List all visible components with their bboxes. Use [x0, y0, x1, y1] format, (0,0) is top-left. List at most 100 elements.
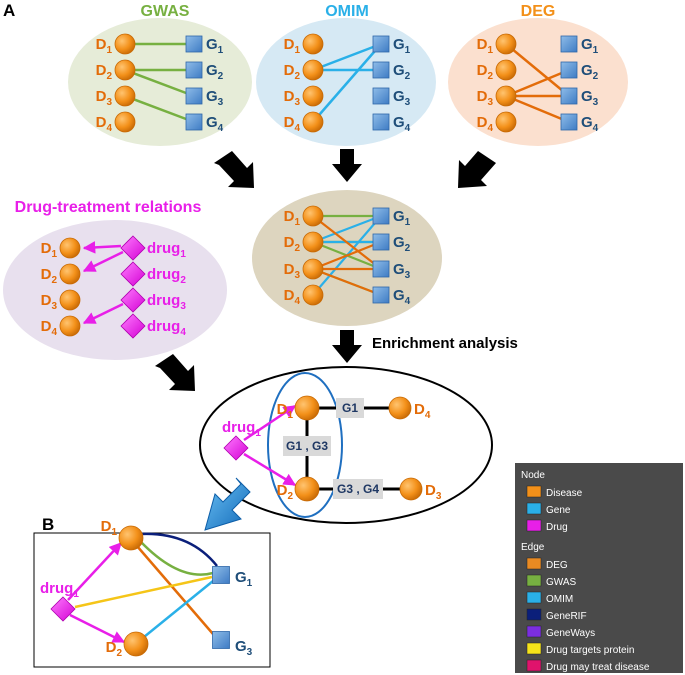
legend-swatch-gwas [526, 574, 542, 587]
enrichment-label: Enrichment analysis [372, 335, 518, 352]
enrich-disease-d2 [294, 476, 320, 502]
b-disease-label-d1: D1 [101, 518, 118, 538]
legend-swatch-omim [526, 591, 542, 604]
merged-disease-d3 [302, 258, 324, 280]
omim-ellipse [256, 18, 436, 146]
merged-ellipse [252, 190, 442, 326]
treat-drug-4 [120, 313, 146, 339]
legend-edge-title: Edge [521, 542, 545, 553]
gwas-gene-label-g4: G4 [206, 114, 224, 134]
gwas-gene-g3 [185, 87, 203, 105]
omim-gene-label-g1: G1 [393, 36, 411, 56]
black-arrows [155, 149, 496, 391]
legend-swatch-drug-targets-protein [526, 642, 542, 655]
enrich-disease-label-d4: D4 [414, 401, 431, 421]
omim-disease-label-d4: D4 [284, 114, 301, 134]
merged-gene-g1 [372, 207, 390, 225]
gwas-gene-g4 [185, 113, 203, 131]
treat-edge-drug1-d2 [82, 250, 124, 273]
gwas-gene-label-g1: G1 [206, 36, 224, 56]
deg-edge-d3-g4 [505, 94, 570, 124]
b-gene-g3 [212, 631, 230, 649]
omim-gene-label-g4: G4 [393, 114, 411, 134]
gwas-disease-label-d4: D4 [96, 114, 113, 134]
deg-gene-g4 [560, 113, 578, 131]
merged-gene-g2 [372, 233, 390, 251]
legend-edge-label-drug-may-treat-disease: Drug may treat disease [546, 662, 650, 673]
drug-treatment-title: Drug-treatment relations [15, 199, 202, 216]
omim-disease-d2 [302, 59, 324, 81]
merged-edge-10 [312, 267, 382, 297]
legend-swatch-deg [526, 557, 542, 570]
legend-node-title: Node [521, 470, 545, 481]
b-drug-label: drug1 [40, 580, 79, 600]
b-drug-1 [50, 596, 76, 622]
enrich-drug-1 [223, 435, 249, 461]
legend-edge-label-omim: OMIM [546, 594, 573, 605]
cluster-ellipse [267, 372, 343, 518]
b-disease-d1 [118, 525, 144, 551]
omim-disease-d3 [302, 85, 324, 107]
deg-gene-label-g1: G1 [581, 36, 599, 56]
arrow-merged-enrichment [332, 330, 362, 363]
omim-gene-label-g3: G3 [393, 88, 411, 108]
panel-b-frame [33, 532, 271, 668]
omim-gene-g1 [372, 35, 390, 53]
gwas-gene-g1 [185, 35, 203, 53]
b-edge-drug-d1 [67, 542, 122, 601]
legend-edge-label-gwas: GWAS [546, 577, 577, 588]
treat-disease-label-d1: D1 [41, 240, 58, 260]
deg-disease-label-d1: D1 [477, 36, 494, 56]
deg-gene-label-g2: G2 [581, 62, 599, 82]
gwas-disease-label-d3: D3 [96, 88, 113, 108]
treat-disease-d2 [59, 263, 81, 285]
legend-background [515, 463, 683, 673]
shared-genes-d1-d2-box [283, 436, 331, 456]
merged-disease-d1 [302, 205, 324, 227]
merged-edge-4 [312, 214, 382, 244]
deg-disease-d4 [495, 111, 517, 133]
shared-genes-d2-d3: G3 , G4 [337, 482, 379, 496]
gwas-disease-d2 [114, 59, 136, 81]
deg-disease-d3 [495, 85, 517, 107]
treat-disease-d1 [59, 237, 81, 259]
deg-disease-label-d3: D3 [477, 88, 494, 108]
legend-swatch-gene [526, 502, 542, 515]
treat-drug-label-3: drug3 [147, 292, 186, 312]
gwas-disease-label-d2: D2 [96, 62, 113, 82]
omim-gene-g4 [372, 113, 390, 131]
deg-disease-d2 [495, 59, 517, 81]
treat-disease-label-d2: D2 [41, 266, 58, 286]
merged-gene-label-g3: G3 [393, 261, 411, 281]
legend-node-label-drug: Drug [546, 522, 568, 533]
treat-drug-label-2: drug2 [147, 266, 186, 286]
shared-genes-d1-d2: G1 , G3 [286, 439, 328, 453]
blue-arrow [204, 477, 251, 531]
deg-edge-d1-g3 [505, 43, 570, 97]
shared-genes-d2-d3-box [333, 479, 383, 499]
enrichment-ellipse [199, 366, 493, 524]
treat-disease-label-d4: D4 [41, 318, 58, 338]
treat-drug-3 [120, 287, 146, 313]
treat-drug-label-1: drug1 [147, 240, 186, 260]
merged-disease-label-d3: D3 [284, 261, 301, 281]
gwas-disease-d4 [114, 111, 136, 133]
b-edge-omim-d2-g1 [143, 580, 214, 638]
panel-label-b: B [42, 515, 54, 534]
b-gene-label-g1: G1 [235, 569, 253, 589]
merged-gene-label-g1: G1 [393, 208, 411, 228]
enrich-edge-drug-d2 [243, 452, 297, 487]
gwas-edge-d3-g4 [124, 94, 195, 124]
omim-disease-label-d1: D1 [284, 36, 301, 56]
enrich-drug-label: drug1 [222, 419, 261, 439]
treat-disease-label-d3: D3 [41, 292, 58, 312]
omim-edge-d2-g1 [312, 42, 382, 72]
treat-edge-drug3-d4 [82, 302, 124, 325]
b-edge-gwas-d1-g1 [140, 541, 214, 576]
deg-gene-g1 [560, 35, 578, 53]
omim-gene-g2 [372, 61, 390, 79]
treat-disease-d3 [59, 289, 81, 311]
b-edge-generif-d1-g1 [140, 532, 218, 567]
